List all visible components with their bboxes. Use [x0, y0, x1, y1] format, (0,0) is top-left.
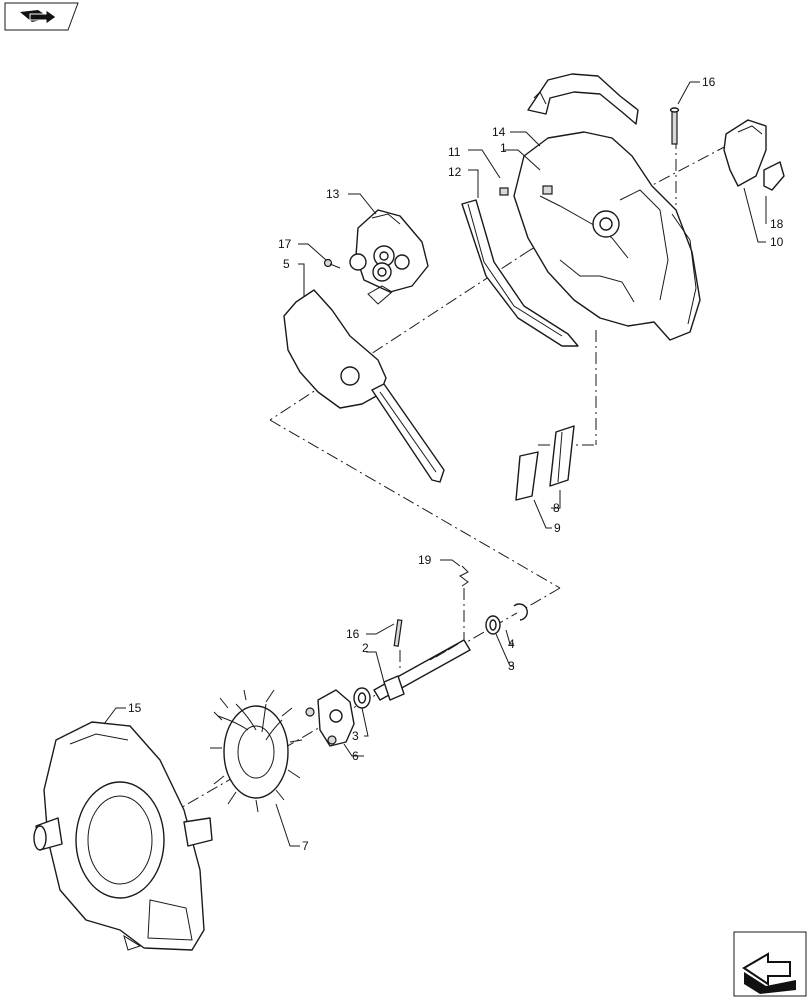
callout-7: 7 [302, 839, 309, 853]
part-13-roller-assembly [349, 209, 429, 305]
part-15-front-cover [33, 721, 213, 951]
part-5-deflector-plate [283, 289, 445, 483]
part-14-bracket [527, 73, 639, 125]
callout-16-upper: 16 [702, 75, 716, 89]
callout-9: 9 [554, 521, 561, 535]
part-10-latch [723, 119, 767, 187]
callout-16-lower: 16 [346, 627, 360, 641]
callout-13: 13 [326, 187, 340, 201]
callout-3-lower: 3 [352, 729, 359, 743]
callout-15: 15 [128, 701, 142, 715]
callout-18: 18 [770, 217, 784, 231]
callout-8: 8 [553, 501, 560, 515]
next-page-arrow-icon[interactable] [733, 931, 807, 997]
part-8-strip [549, 425, 575, 487]
leader-lines [103, 81, 767, 847]
part-2-shaft [373, 639, 471, 701]
part-18-clip [763, 161, 785, 191]
part-4-retaining-ring [513, 603, 528, 621]
callout-labels: 1 2 3 3 4 5 6 7 8 9 10 11 12 13 14 15 16… [128, 75, 784, 853]
part-6-hub [305, 689, 355, 747]
callout-6: 6 [352, 749, 359, 763]
part-17-screw [323, 258, 341, 269]
callout-5: 5 [283, 257, 290, 271]
part-7-impeller [210, 689, 303, 813]
callout-2: 2 [362, 641, 369, 655]
part-9-strip [515, 451, 539, 501]
callout-12: 12 [448, 165, 462, 179]
callout-17: 17 [278, 237, 292, 251]
part-12-curved-strip [461, 199, 579, 347]
part-16-pin-lower [393, 619, 403, 647]
callout-10: 10 [770, 235, 784, 249]
part-3-bearing-lower [353, 687, 371, 709]
part-19-spring-clip [459, 565, 469, 587]
callout-1: 1 [500, 141, 507, 155]
callout-14: 14 [492, 125, 506, 139]
book-arrow-icon[interactable] [4, 2, 79, 31]
callout-4: 4 [508, 637, 515, 651]
part-16-pin-upper [669, 107, 680, 145]
callout-3-upper: 3 [508, 659, 515, 673]
callout-19: 19 [418, 553, 432, 567]
callout-11: 11 [448, 145, 461, 159]
part-1-fan-housing [499, 131, 701, 341]
part-3-bearing-upper [485, 615, 501, 635]
